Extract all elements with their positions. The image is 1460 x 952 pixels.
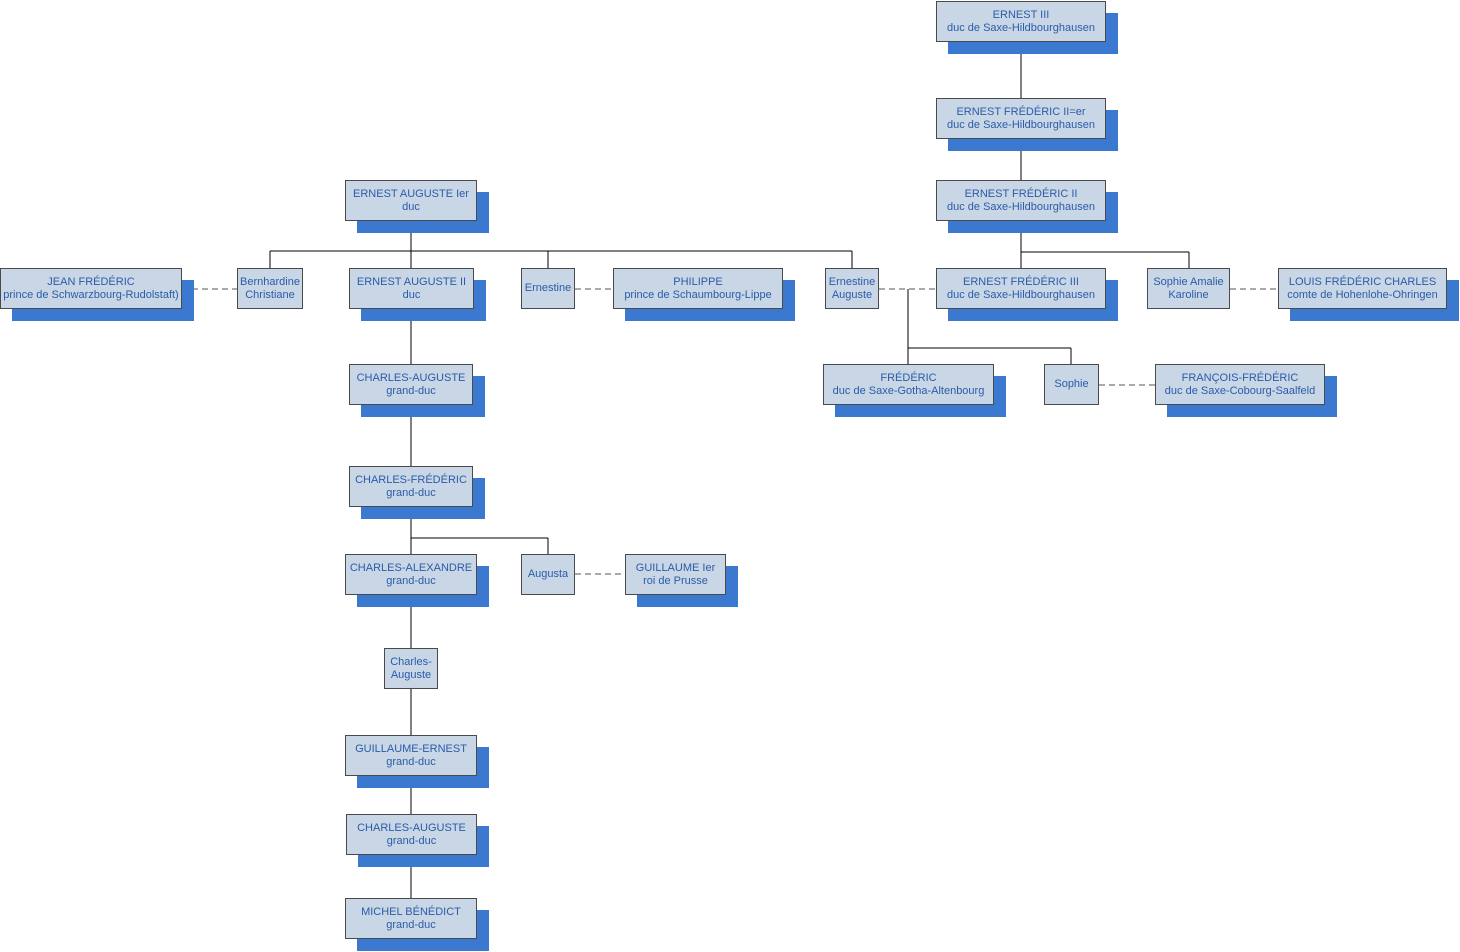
person-title: grand-duc — [386, 755, 436, 768]
person-title: prince de Schwarzbourg-Rudolstaft) — [3, 288, 179, 301]
person-name: ERNEST AUGUSTE II — [356, 275, 467, 288]
person-title: grand-duc — [386, 834, 437, 847]
person-title: duc de Saxe-Hildbourghausen — [947, 200, 1095, 213]
node-box: Ernestine — [521, 268, 575, 309]
person-name: LOUIS FRÉDÉRIC CHARLES — [1288, 275, 1437, 288]
person-title: roi de Prusse — [643, 574, 708, 587]
person-name: ERNEST AUGUSTE Ier — [353, 187, 469, 200]
person-title: Auguste — [831, 288, 873, 301]
node-box: Sophie — [1044, 364, 1099, 405]
person-name: GUILLAUME Ier — [635, 561, 716, 574]
person-name: Ernestine — [524, 282, 572, 294]
person-title: Karoline — [1168, 288, 1209, 301]
person-name: PHILIPPE — [673, 275, 723, 288]
person-title: duc de Saxe-Hildbourghausen — [947, 288, 1095, 301]
person-node-ernestine[interactable]: Ernestine — [521, 268, 575, 309]
person-name: Sophie — [1054, 378, 1089, 390]
person-node-sophie[interactable]: Sophie — [1044, 364, 1099, 405]
person-name: FRÉDÉRIC — [880, 371, 937, 384]
person-title: grand-duc — [386, 574, 436, 587]
person-title: Auguste — [390, 668, 432, 681]
person-name: FRANÇOIS-FRÉDÉRIC — [1181, 371, 1299, 384]
person-title: duc de Saxe-Cobourg-Saalfeld — [1164, 384, 1316, 397]
person-name: ERNEST III — [992, 8, 1050, 21]
node-box: Charles-Auguste — [384, 648, 438, 689]
person-title: duc de Saxe-Hildbourghausen — [947, 21, 1095, 34]
person-title: duc de Saxe-Hildbourghausen — [947, 118, 1095, 131]
person-node-augusta[interactable]: Augusta — [521, 554, 575, 595]
person-title: grand-duc — [386, 384, 436, 397]
person-title: duc de Saxe-Gotha-Altenbourg — [832, 384, 985, 397]
person-name: Augusta — [527, 568, 569, 580]
person-name: Ernestine — [828, 275, 876, 288]
person-title: duc — [402, 288, 421, 301]
person-name: CHARLES-AUGUSTE — [356, 371, 466, 384]
person-name: GUILLAUME-ERNEST — [355, 742, 467, 755]
person-name: Sophie Amalie — [1153, 275, 1224, 288]
person-title: Christiane — [245, 288, 295, 301]
person-name: JEAN FRÉDÉRIC — [47, 275, 135, 288]
person-name: CHARLES-FRÉDÉRIC — [355, 473, 467, 486]
person-name: CHARLES-AUGUSTE — [357, 821, 466, 834]
person-title: prince de Schaumbourg-Lippe — [624, 288, 772, 301]
person-name: MICHEL BÉNÉDICT — [361, 905, 461, 918]
person-name: ERNEST FRÉDÉRIC III — [963, 275, 1079, 288]
person-name: Bernhardine — [240, 275, 300, 288]
person-title: duc — [402, 200, 420, 213]
node-box: Augusta — [521, 554, 575, 595]
person-name: ERNEST FRÉDÉRIC II=er — [956, 105, 1086, 118]
person-title: grand-duc — [386, 918, 436, 931]
person-node-charlesaugsmall[interactable]: Charles-Auguste — [384, 648, 438, 689]
person-name: Charles- — [390, 655, 432, 668]
person-title: grand-duc — [386, 486, 436, 499]
person-name: ERNEST FRÉDÉRIC II — [964, 187, 1078, 200]
person-name: CHARLES-ALEXANDRE — [349, 561, 473, 574]
person-title: comte de Hohenlohe-Ohringen — [1287, 288, 1438, 301]
